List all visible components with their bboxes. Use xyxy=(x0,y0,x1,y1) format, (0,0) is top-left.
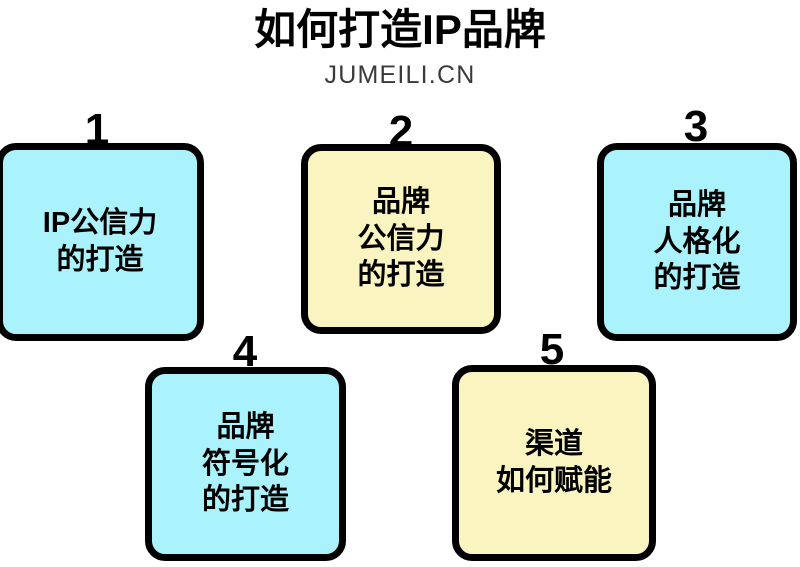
page-title: 如何打造IP品牌 xyxy=(254,6,546,53)
card-2[interactable]: 品牌 公信力 的打造 xyxy=(301,144,501,334)
page-subtitle: JUMEILI.CN xyxy=(324,61,476,90)
header: 如何打造IP品牌 JUMEILI.CN xyxy=(0,0,800,90)
card-1[interactable]: IP公信力 的打造 xyxy=(0,143,204,341)
card-3-label: 品牌 人格化 的打造 xyxy=(653,189,741,295)
card-number-5: 5 xyxy=(539,325,565,374)
card-2-label: 品牌 公信力 的打造 xyxy=(357,186,445,292)
card-3[interactable]: 品牌 人格化 的打造 xyxy=(597,143,797,341)
card-4-label: 品牌 符号化 的打造 xyxy=(201,411,289,517)
card-number-3: 3 xyxy=(683,102,709,151)
card-1-label: IP公信力 的打造 xyxy=(42,207,158,276)
card-number-4: 4 xyxy=(232,327,258,376)
card-5[interactable]: 渠道 如何赋能 xyxy=(452,365,656,561)
card-4[interactable]: 品牌 符号化 的打造 xyxy=(145,367,346,561)
card-5-label: 渠道 如何赋能 xyxy=(495,428,612,497)
